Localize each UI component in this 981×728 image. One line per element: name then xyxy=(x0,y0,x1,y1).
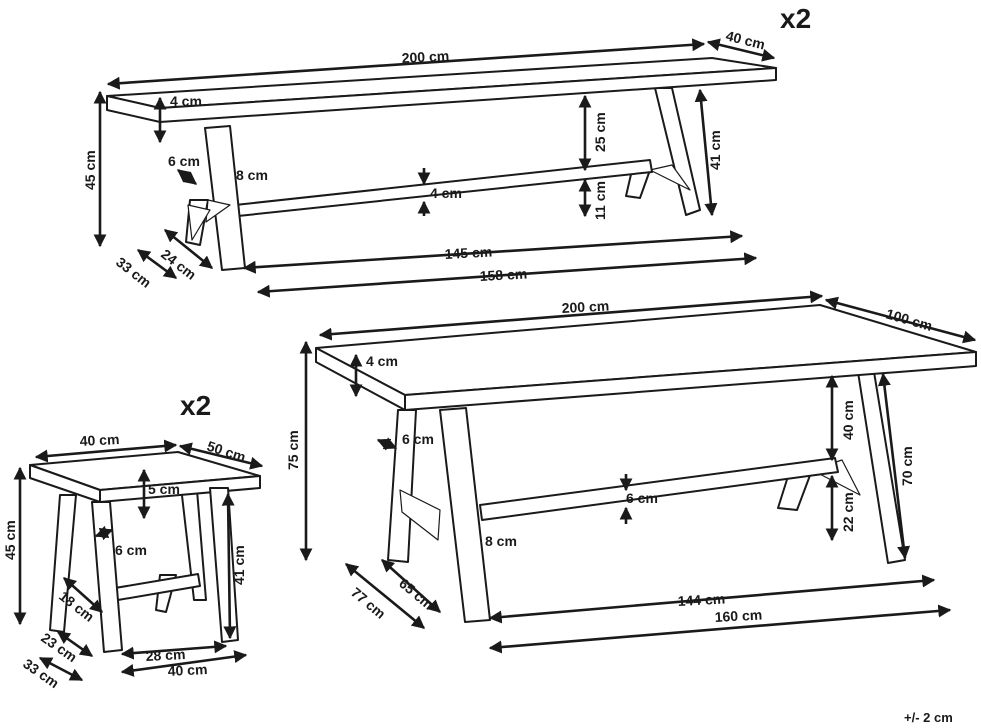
stool-foot-outer-label: 33 cm xyxy=(20,655,62,691)
table-stretcher-floor-label: 22 cm xyxy=(840,492,856,532)
bench-top-thickness-label: 4 cm xyxy=(170,93,202,109)
table-foot-outer-line xyxy=(344,562,426,630)
bench-inner-span-label: 145 cm xyxy=(444,244,492,262)
table-leg-height-label: 70 cm xyxy=(899,446,915,486)
stool-quantity-label: x2 xyxy=(180,390,211,421)
table-leg-height-line xyxy=(877,372,911,560)
bench-depth-line xyxy=(706,38,776,62)
stool-leg-width-label: 6 cm xyxy=(115,542,147,558)
bench-leg-width-line xyxy=(176,168,198,186)
stool-diag-line xyxy=(63,577,103,613)
table-stretcher-height-label: 6 cm xyxy=(626,490,658,506)
table-length-line xyxy=(318,290,824,341)
bench-length-label: 200 cm xyxy=(401,48,449,66)
table-leg-width-line xyxy=(376,437,398,451)
bench-clearance-label: 25 cm xyxy=(592,112,608,152)
dimension-lines xyxy=(13,38,977,682)
bench-leg-height-label: 41 cm xyxy=(707,130,723,170)
stool-leg-height-label: 41 cm xyxy=(231,545,247,585)
bench-leg-depth-label: 8 cm xyxy=(236,167,268,183)
stool-top-thickness-label: 5 cm xyxy=(148,481,180,497)
stool-width-label: 40 cm xyxy=(79,431,119,449)
bench-stretcher-height-label: 4 cm xyxy=(430,185,462,201)
stool-leg-width-line xyxy=(94,525,114,541)
table-leg-depth-label: 8 cm xyxy=(485,533,517,549)
stool-outer-span-label: 40 cm xyxy=(167,661,207,679)
table-height-label: 75 cm xyxy=(285,430,301,470)
table-top-thickness-label: 4 cm xyxy=(366,353,398,369)
table-foot-inner-label: 65 cm xyxy=(396,575,437,613)
stool-leg-height-line xyxy=(221,492,237,640)
table-outer-span-line xyxy=(488,604,952,654)
stool-foot-outer-line xyxy=(38,656,84,682)
stool-foot-inner-line xyxy=(56,630,94,658)
table-drawing xyxy=(315,304,977,623)
bench-outer-span-line xyxy=(256,252,758,298)
bench-leg-width-label: 6 cm xyxy=(168,153,200,169)
tolerance-label: +/- 2 cm xyxy=(904,710,953,725)
bench-quantity-label: x2 xyxy=(780,3,811,34)
table-inner-span-label: 144 cm xyxy=(677,591,725,609)
bench-length-line xyxy=(106,38,706,90)
table-outer-span-label: 160 cm xyxy=(714,607,762,625)
bench-leg-height-line xyxy=(694,88,718,217)
bench-foot-outer-line xyxy=(136,248,178,280)
table-length-label: 200 cm xyxy=(561,298,609,316)
bench-foot-inner-line xyxy=(163,228,214,270)
stool-depth-line xyxy=(178,442,264,470)
stool-height-label: 45 cm xyxy=(2,520,18,560)
table-leg-width-label: 6 cm xyxy=(402,431,434,447)
bench-drawing xyxy=(106,57,777,271)
stool-outer-span-line xyxy=(120,650,248,677)
table-foot-outer-label: 77 cm xyxy=(348,584,389,622)
table-clearance-label: 40 cm xyxy=(840,400,856,440)
bench-stretcher-floor-label: 11 cm xyxy=(592,181,608,220)
bench-height-label: 45 cm xyxy=(82,150,98,190)
stool-width-line xyxy=(34,439,178,463)
table-depth-line xyxy=(824,296,977,344)
stool-inner-span-label: 28 cm xyxy=(145,646,185,664)
bench-foot-outer-label: 33 cm xyxy=(113,254,154,291)
bench-outer-span-label: 158 cm xyxy=(479,266,527,284)
